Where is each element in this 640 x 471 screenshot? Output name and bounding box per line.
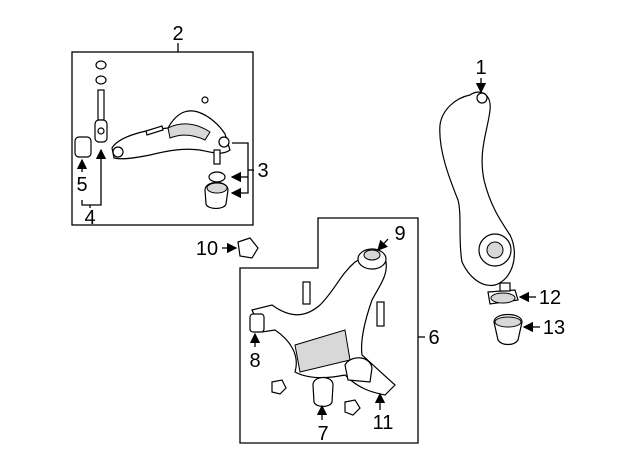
callout-4: 4 xyxy=(84,207,95,229)
bolt xyxy=(376,301,385,327)
callout-6: 6 xyxy=(428,327,439,349)
ball-joint-parts xyxy=(204,149,229,210)
nut xyxy=(201,96,209,104)
callout-11: 11 xyxy=(373,412,394,434)
upper-arm-group-box xyxy=(71,51,254,226)
callout-10: 10 xyxy=(196,238,218,260)
nut xyxy=(344,399,361,416)
lower-control-arm xyxy=(251,248,396,396)
stabilizer-link xyxy=(94,60,108,143)
upper-control-arm xyxy=(111,110,231,160)
callout-3: 3 xyxy=(257,160,268,182)
bushing-front xyxy=(249,313,265,333)
steering-knuckle xyxy=(439,91,515,287)
callout-5: 5 xyxy=(76,174,87,196)
lower-ball-joint xyxy=(487,282,519,305)
bolt xyxy=(145,125,164,136)
callout-12: 12 xyxy=(539,287,561,309)
callout-9: 9 xyxy=(394,223,405,245)
callout-2: 2 xyxy=(172,23,183,45)
dust-boot xyxy=(493,313,523,346)
callout-13: 13 xyxy=(543,317,565,339)
bracket xyxy=(237,237,259,259)
nut xyxy=(271,379,287,395)
bushing xyxy=(74,136,92,158)
callout-8: 8 xyxy=(249,350,260,372)
lower-arm-group-box xyxy=(239,217,419,444)
bushing-rear xyxy=(312,376,334,408)
callout-7: 7 xyxy=(317,423,328,445)
bolt xyxy=(302,281,311,305)
callout-1: 1 xyxy=(475,57,486,79)
